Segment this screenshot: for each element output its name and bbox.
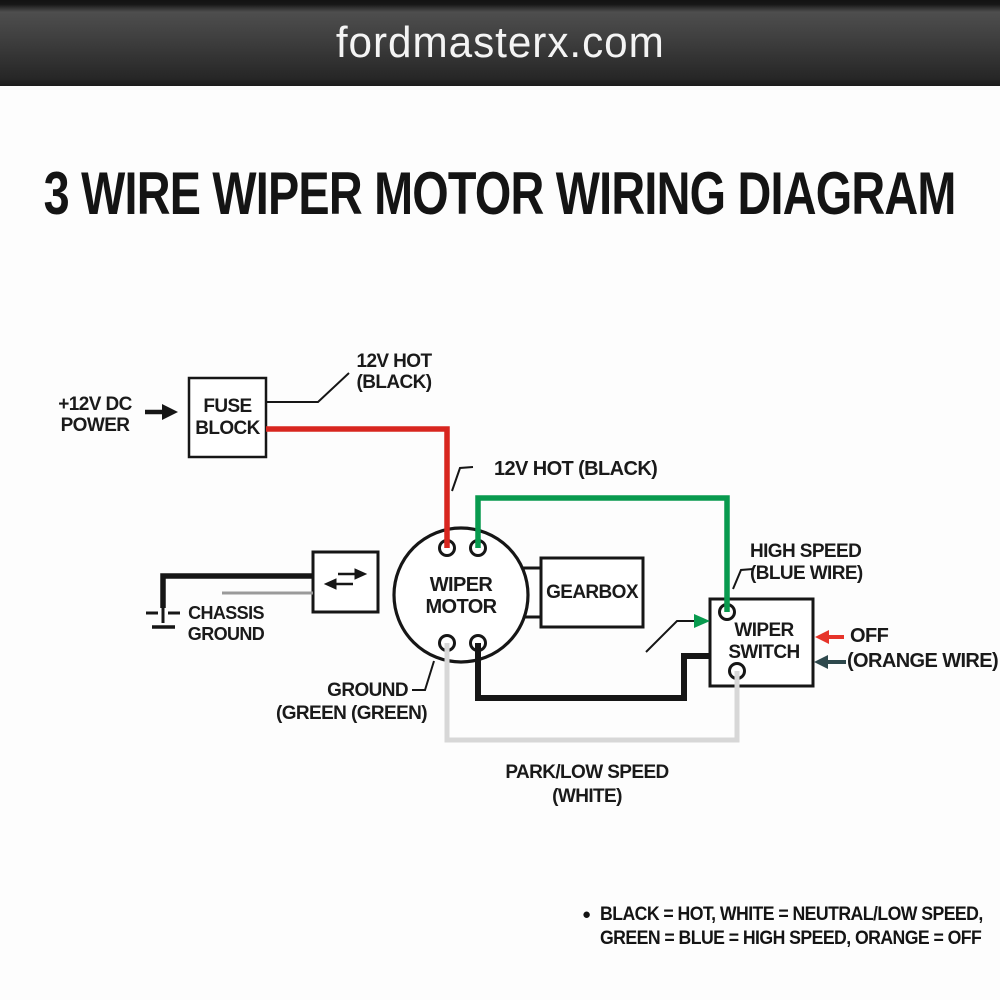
high-speed-wire-green <box>475 495 730 612</box>
fuse-block-box <box>187 376 268 459</box>
site-header: fordmasterx.com <box>0 0 1000 86</box>
title-row: 3 WIRE WIPER MOTOR WIRING DIAGRAM <box>0 158 1000 228</box>
gearbox-box <box>539 556 645 629</box>
switch-feed-wire-black <box>475 643 710 701</box>
orange-wire-label: (ORANGE WIRE) <box>847 650 999 672</box>
power-arrow-icon <box>145 404 178 420</box>
legend-text: BLACK = HOT, WHITE = NEUTRAL/LOW SPEED, … <box>600 904 983 949</box>
callout-hot-motor <box>451 466 474 492</box>
wiper-switch-label: WIPER SWITCH <box>728 620 800 663</box>
hot-wire-red <box>266 426 450 548</box>
wiper-motor-circle <box>392 526 530 664</box>
double-arrow-icon <box>323 568 368 590</box>
high-speed-label: HIGH SPEED (BLUE WIRE) <box>750 541 863 584</box>
hot-at-motor-label: 12V HOT (BLACK) <box>494 458 658 480</box>
callout-ground-wire <box>412 660 435 691</box>
callout-hot-fuse <box>266 372 350 403</box>
color-legend: ● BLACK = HOT, WHITE = NEUTRAL/LOW SPEED… <box>582 903 1000 951</box>
orange-arrow-icon <box>814 655 846 669</box>
switch-input-arrow-icon <box>694 614 710 628</box>
fuse-block-label: FUSE BLOCK <box>195 395 260 439</box>
off-arrow-icon <box>815 630 844 644</box>
page-title: 3 WIRE WIPER MOTOR WIRING DIAGRAM <box>44 159 957 227</box>
ground-wire-label: GROUND (GREEN (GREEN) <box>276 680 428 724</box>
linkage-box <box>311 550 380 614</box>
site-title: fordmasterx.com <box>335 18 665 67</box>
chassis-ground-label: CHASSIS GROUND <box>187 603 265 644</box>
callout-lines <box>266 372 754 691</box>
park-low-speed-wire-white <box>444 643 740 743</box>
callout-switch-input <box>645 620 695 653</box>
wiper-motor-label: WIPER MOTOR <box>425 574 497 618</box>
gearbox-label: GEARBOX <box>546 582 638 603</box>
chassis-ground-wire <box>160 573 313 608</box>
callout-blue-wire <box>732 568 754 590</box>
hot-at-fuse-label: 12V HOT (BLACK) <box>356 351 433 393</box>
park-low-speed-label: PARK/LOW SPEED (WHITE) <box>505 762 669 807</box>
bullet-icon: ● <box>582 906 592 923</box>
off-label: OFF <box>850 625 889 647</box>
power-source-label: +12V DC POWER <box>58 394 132 436</box>
terminals <box>438 539 746 680</box>
